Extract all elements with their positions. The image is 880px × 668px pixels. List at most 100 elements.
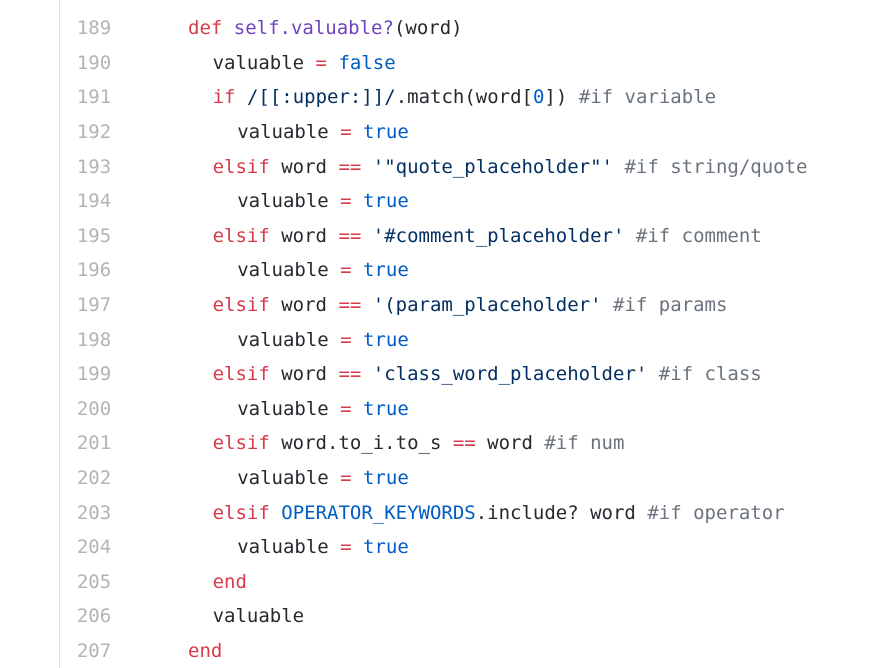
code-token — [327, 52, 338, 74]
code-token: .include? word — [475, 501, 648, 524]
code-token: == — [338, 224, 362, 247]
code-token: '"quote_placeholder"' — [372, 155, 613, 178]
code-token — [352, 259, 363, 281]
code-token — [352, 190, 363, 212]
line-number[interactable]: 201 — [76, 432, 112, 455]
line-number[interactable]: 195 — [76, 224, 112, 247]
code-token: elsif — [212, 363, 270, 386]
line-code: valuable = true — [237, 259, 409, 281]
code-token: elsif — [212, 294, 270, 317]
code-token: #if class — [658, 363, 762, 386]
line-code: elsif word == 'class_word_placeholder' #… — [213, 363, 762, 385]
code-token: elsif — [212, 224, 270, 247]
code-token: end — [188, 640, 223, 663]
code-token: == — [338, 294, 362, 317]
code-token — [647, 363, 658, 385]
line-number[interactable]: 206 — [76, 605, 112, 628]
code-token: valuable — [237, 121, 341, 144]
code-line: 196 valuable = true — [0, 253, 880, 288]
line-number[interactable]: 202 — [76, 467, 112, 490]
code-token — [361, 363, 372, 385]
code-line: 204 valuable = true — [0, 530, 880, 565]
code-token — [361, 225, 372, 247]
line-code: end — [213, 571, 247, 593]
line-number[interactable]: 199 — [76, 363, 112, 386]
code-token: word — [269, 224, 339, 247]
line-number[interactable]: 196 — [76, 259, 112, 282]
line-number[interactable]: 193 — [76, 155, 112, 178]
line-code: valuable — [213, 605, 305, 627]
code-token: word — [475, 432, 545, 455]
code-token: 0 — [532, 86, 545, 109]
line-number[interactable]: 203 — [76, 501, 112, 524]
code-token: (word) — [393, 17, 463, 40]
line-number[interactable]: 205 — [76, 570, 112, 593]
line-number[interactable]: 200 — [76, 397, 112, 420]
code-token: = — [340, 467, 352, 490]
code-token — [613, 156, 624, 178]
code-line: 198 valuable = true — [0, 322, 880, 357]
line-code: valuable = true — [237, 190, 409, 212]
code-token — [624, 225, 635, 247]
line-code: elsif word == '(param_placeholder' #if p… — [213, 294, 728, 316]
line-number[interactable]: 194 — [76, 190, 112, 213]
code-token: #if string/quote — [624, 155, 808, 178]
line-number[interactable]: 191 — [76, 86, 112, 109]
code-token: elsif — [212, 155, 270, 178]
code-token: word — [269, 363, 339, 386]
code-token: valuable — [237, 190, 341, 213]
code-token: #if variable — [578, 86, 717, 109]
code-token — [361, 156, 372, 178]
code-token: false — [338, 51, 396, 74]
partial-line-number: ─── — [94, 0, 128, 4]
line-number[interactable]: 207 — [76, 640, 112, 663]
code-token: == — [338, 363, 362, 386]
line-number[interactable]: 189 — [76, 17, 112, 40]
code-token: word — [269, 294, 339, 317]
code-token: = — [340, 536, 352, 559]
code-line: 189 def self.valuable?(word) — [0, 11, 880, 46]
code-token — [352, 121, 363, 143]
code-token: OPERATOR_KEYWORDS — [281, 501, 476, 524]
code-token: valuable — [237, 467, 341, 490]
code-token: '#comment_placeholder' — [372, 224, 625, 247]
code-token: valuable — [212, 605, 305, 628]
code-token: true — [363, 536, 409, 559]
line-number[interactable]: 190 — [76, 51, 112, 74]
line-code: elsif word.to_i.to_s == word #if num — [213, 432, 625, 454]
code-token: 'class_word_placeholder' — [372, 363, 648, 386]
line-number[interactable]: 197 — [76, 294, 112, 317]
code-token: true — [363, 121, 409, 144]
gutter-divider — [59, 0, 60, 668]
line-number[interactable]: 204 — [76, 536, 112, 559]
line-code: valuable = true — [237, 121, 409, 143]
line-number[interactable]: 198 — [76, 328, 112, 351]
code-token — [270, 502, 281, 524]
code-token: word — [269, 155, 339, 178]
code-line: 205 end — [0, 565, 880, 600]
code-token — [222, 17, 233, 39]
code-token: elsif — [212, 432, 270, 455]
code-line: 192 valuable = true — [0, 115, 880, 150]
line-code: def self.valuable?(word) — [188, 17, 463, 39]
line-code: if /[[:upper:]]/.match(word[0]) #if vari… — [213, 86, 716, 108]
code-token: = — [340, 121, 352, 144]
code-token: true — [363, 190, 409, 213]
code-line: 191 if /[[:upper:]]/.match(word[0]) #if v… — [0, 80, 880, 115]
line-code: valuable = true — [237, 536, 409, 558]
code-token: valuable — [237, 328, 341, 351]
code-token — [361, 294, 372, 316]
code-token: def — [188, 17, 223, 40]
code-token: elsif — [212, 501, 270, 524]
line-code: valuable = true — [237, 329, 409, 351]
code-token: #if comment — [635, 224, 762, 247]
line-number[interactable]: 192 — [76, 121, 112, 144]
code-token: .match(word[ — [395, 86, 533, 109]
code-line: 203 elsif OPERATOR_KEYWORDS.include? word… — [0, 495, 880, 530]
code-token — [352, 398, 363, 420]
code-token: = — [340, 397, 352, 420]
